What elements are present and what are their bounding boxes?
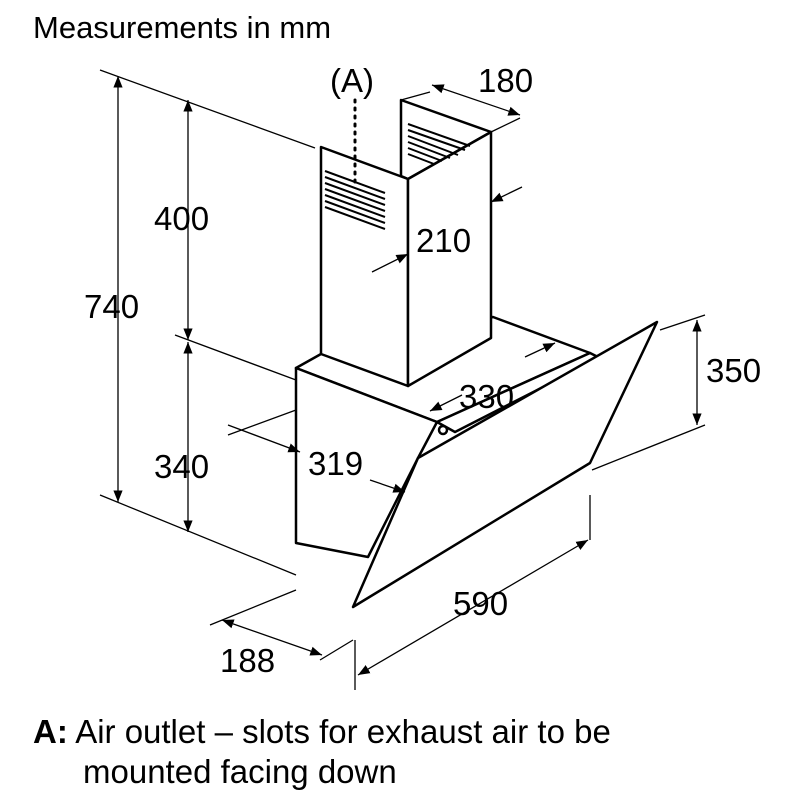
dim-330-arrow-front <box>429 394 463 412</box>
dim-319-arrow-left <box>227 424 301 453</box>
legend: A: Air outlet – slots for exhaust air to… <box>33 712 611 792</box>
legend-line-2: mounted facing down <box>83 753 397 790</box>
dim-210-label: 210 <box>416 222 471 259</box>
dim-210-arrow-right <box>490 186 523 203</box>
legend-key: A: <box>33 713 68 750</box>
dim-188-line <box>221 619 323 656</box>
dim-180-label: 180 <box>478 62 533 99</box>
dim-340-label: 340 <box>154 448 209 485</box>
dim-319-arrow-right <box>369 479 406 493</box>
dim-319-label: 319 <box>308 445 363 482</box>
dim-330-label: 330 <box>459 378 514 415</box>
chimney-front-face <box>319 145 410 388</box>
hinge-screw <box>437 424 449 436</box>
dim-740-label: 740 <box>84 288 139 325</box>
dim-210-arrow-left <box>371 253 409 273</box>
dim-590-line <box>357 539 589 676</box>
legend-line-1: Air outlet – slots for exhaust air to be <box>75 713 611 750</box>
dim-330-arrow-back <box>524 342 556 358</box>
chimney-side-face <box>406 130 493 388</box>
dim-400-label: 400 <box>154 200 209 237</box>
marker-a-label: (A) <box>330 62 374 99</box>
dim-180-line <box>431 84 521 116</box>
diagram-title: Measurements in mm <box>33 10 332 45</box>
dim-188-label: 188 <box>220 642 275 679</box>
hood-body-side <box>294 366 439 559</box>
dim-590-label: 590 <box>453 585 508 622</box>
dim-350-label: 350 <box>706 352 761 389</box>
